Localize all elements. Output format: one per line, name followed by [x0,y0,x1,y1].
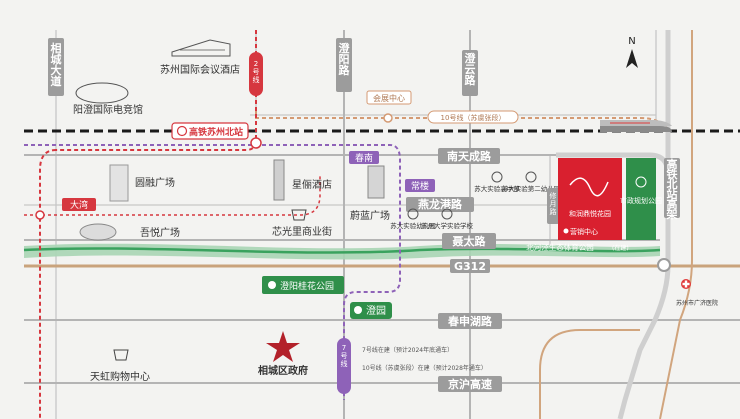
svg-text:(在建): (在建) [612,244,629,252]
roundabout [657,258,671,272]
station-chengyuan[interactable]: 澄园 [350,302,392,319]
station-changlou[interactable]: 常楼 [405,179,435,192]
road-label-nietai: 聂太路 [442,233,496,249]
svg-text:春申湖路: 春申湖路 [448,314,493,328]
road-xiangcheng-text: 相城大道 [51,41,62,88]
svg-text:营销中心: 营销中心 [570,227,598,236]
compass-label: N [628,36,635,47]
road-label-xiuyue: 修月路 [547,188,559,224]
svg-text:10号线（苏虞张段）: 10号线（苏虞张段） [441,113,506,122]
place-esports[interactable]: 阳澄国际电竞馆 [73,82,143,116]
interchange-icon [383,113,393,123]
road-chengyang-text: 澄阳路 [339,41,351,77]
road-chengyun-text: 澄云路 [465,51,477,87]
place-huayue[interactable]: 吾悦广场 [79,223,180,241]
place-hotel-conf[interactable]: 苏州国际会议酒店 [160,39,240,76]
station-huizhan[interactable]: 会展中心 [366,90,412,105]
road-label-xiangcheng: 相城大道 [48,38,64,96]
svg-text:苏州大学实验学校: 苏州大学实验学校 [421,221,474,230]
svg-text:苏州国际会议酒店: 苏州国际会议酒店 [160,63,240,76]
place-xinguang[interactable]: 芯光里商业街 [272,209,332,238]
svg-text:相城区政府: 相城区政府 [258,364,308,377]
svg-text:聂太路: 聂太路 [452,234,487,248]
road-label-chengyun: 澄云路 [462,50,478,96]
road-label-g312: G312 [450,259,490,273]
road-label-gaotie: 高铁北站高架 [664,157,680,221]
school-4[interactable]: 苏州大学实验学校 [421,208,474,230]
tan-curve [539,329,640,419]
svg-text:苏大实验幼儿园: 苏大实验幼儿园 [390,221,436,230]
road-label-nantiancheng: 南天成路 [438,148,500,164]
note-line10: 10号线（苏虞张段）在建（预计2028年通车） [362,364,487,372]
svg-text:阳澄国际电竞馆: 阳澄国际电竞馆 [73,103,143,116]
road-label-chunshenhu: 春申湖路 [438,313,502,329]
svg-text:北河泾生态体育公园: 北河泾生态体育公园 [526,242,594,252]
svg-text:星俪酒店: 星俪酒店 [292,178,332,191]
interchange-icon [250,137,262,149]
road-label-chengyang: 澄阳路 [336,38,352,92]
compass-icon: N [626,36,638,68]
place-gov[interactable]: 相城区政府 [258,331,308,377]
road-xiuyue-text: 修月路 [550,191,557,216]
svg-text:蔚蓝广场: 蔚蓝广场 [350,209,390,222]
svg-text:苏州市广济医院: 苏州市广济医院 [676,299,718,307]
road-gaotie-text: 高铁北站高架 [666,157,678,221]
svg-text:苏大实验高中部: 苏大实验高中部 [474,184,520,193]
svg-text:芯光里商业街: 芯光里商业街 [272,225,332,238]
place-hefeng[interactable]: 蔚蓝广场 [350,165,390,222]
train-icon [600,120,672,132]
interchange-icon [35,210,45,220]
park-sports[interactable]: 北河泾生态体育公园 (在建) [526,242,628,252]
school-1[interactable]: 苏大实验高中部 [474,171,520,193]
park-municipal[interactable]: 市政规划公园 [620,158,662,240]
svg-text:澄阳桂花公园: 澄阳桂花公园 [280,280,334,292]
svg-text:春南: 春南 [355,152,373,164]
metro-line-2-branch [24,175,321,216]
svg-text:燕龙港路: 燕龙港路 [418,197,463,211]
road-label-yanlonggang: 燕龙港路 [406,197,474,212]
metro-line-7 [24,144,401,400]
svg-text:和润鼎悦花园: 和润鼎悦花园 [569,209,611,218]
highway-east-tan [659,30,693,419]
road-label-jinghu: 京沪高速 [438,376,502,392]
svg-text:吾悦广场: 吾悦广场 [140,226,180,239]
school-2[interactable]: 苏大实验第二幼儿园 [502,171,561,193]
svg-text:大湾: 大湾 [70,199,88,211]
svg-text:G312: G312 [454,260,486,273]
svg-text:京沪高速: 京沪高速 [448,377,492,391]
svg-text:会展中心: 会展中心 [373,93,405,103]
station-dawan[interactable]: 大湾 [62,198,96,211]
place-hospital[interactable]: 苏州市广济医院 [676,279,718,307]
park-guihua[interactable]: 澄阳桂花公园 [262,276,344,294]
river-line [23,247,661,254]
note-line7: 7号线在建（预计2024年底通车） [362,346,453,354]
svg-text:高铁苏州北站: 高铁苏州北站 [189,126,243,138]
place-yuanrong[interactable]: 圆融广场 [109,164,175,202]
svg-text:南天成路: 南天成路 [447,149,492,163]
svg-text:澄园: 澄园 [366,304,386,317]
svg-text:天虹购物中心: 天虹购物中心 [90,370,150,383]
high-speed-station[interactable]: 高铁苏州北站 [171,122,249,140]
station-chunnan[interactable]: 春南 [349,151,379,164]
place-tianhong[interactable]: 天虹购物中心 [90,349,150,383]
metro-line-2-west [39,149,57,419]
metro-line-2-north [56,30,257,151]
project-block[interactable]: 和润鼎悦花园 营销中心 [558,158,622,240]
school-3[interactable]: 苏大实验幼儿园 [390,208,436,230]
place-xingli[interactable]: 星俪酒店 [273,159,332,201]
metro10-badge: 10号线（苏虞张段） [427,110,519,124]
svg-text:常楼: 常楼 [411,180,429,192]
svg-text:苏大实验第二幼儿园: 苏大实验第二幼儿园 [502,184,561,193]
svg-text:市政规划公园: 市政规划公园 [620,196,662,205]
svg-text:圆融广场: 圆融广场 [135,176,175,189]
